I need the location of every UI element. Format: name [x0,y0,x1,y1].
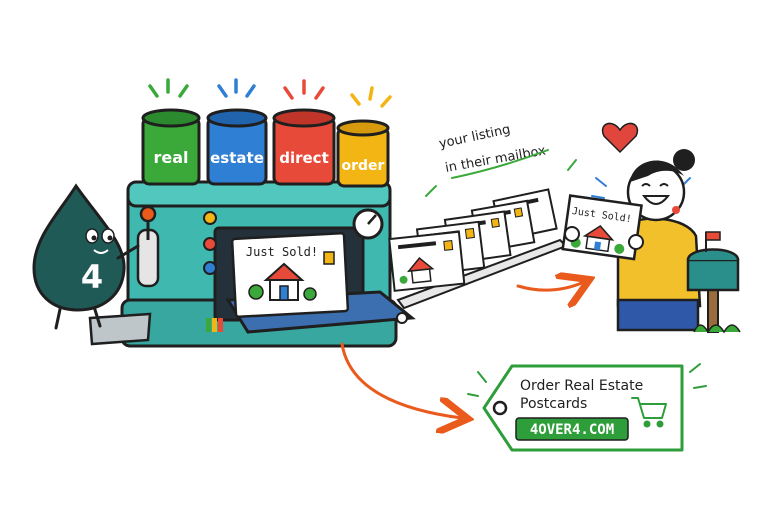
can-label-direct: direct [279,149,329,167]
happy-customer: Just Sold! [561,122,702,332]
paint-can-estate: estate [206,108,268,186]
heart-icon [601,122,639,154]
main-postcard: Just Sold! [230,232,350,318]
tag-line-2: Postcards [520,396,587,412]
arrow-to-tag [340,342,462,418]
can-label-real: real [153,148,188,167]
paint-can-direct: direct [272,108,336,186]
arrow-to-customer [516,282,584,290]
tag-line-1: Order Real Estate [520,378,643,394]
mascot-number: 4 [81,258,103,296]
paint-splash-marks [148,78,392,108]
tag-url[interactable]: 4OVER4.COM [530,422,614,438]
caption-line-2: in their mailbox [444,143,547,175]
can-label-estate: estate [210,149,264,167]
shopping-cart-icon[interactable] [631,397,667,428]
can-label-order: order [342,158,385,174]
caption-line-1: your listing [438,122,512,152]
mascot-drop: 4 [32,183,140,330]
mailbox [686,231,741,334]
paint-can-order: order [336,119,390,188]
main-postcard-headline: Just Sold! [246,245,318,259]
order-tag[interactable]: Order Real Estate Postcards 4OVER4.COM [467,363,707,452]
house-icon [248,262,317,301]
pressure-gauge [352,208,384,240]
paint-cans: real estate direct order [141,108,390,188]
handwritten-caption: your listing in their mailbox [425,122,577,197]
paint-can-real: real [141,108,201,186]
